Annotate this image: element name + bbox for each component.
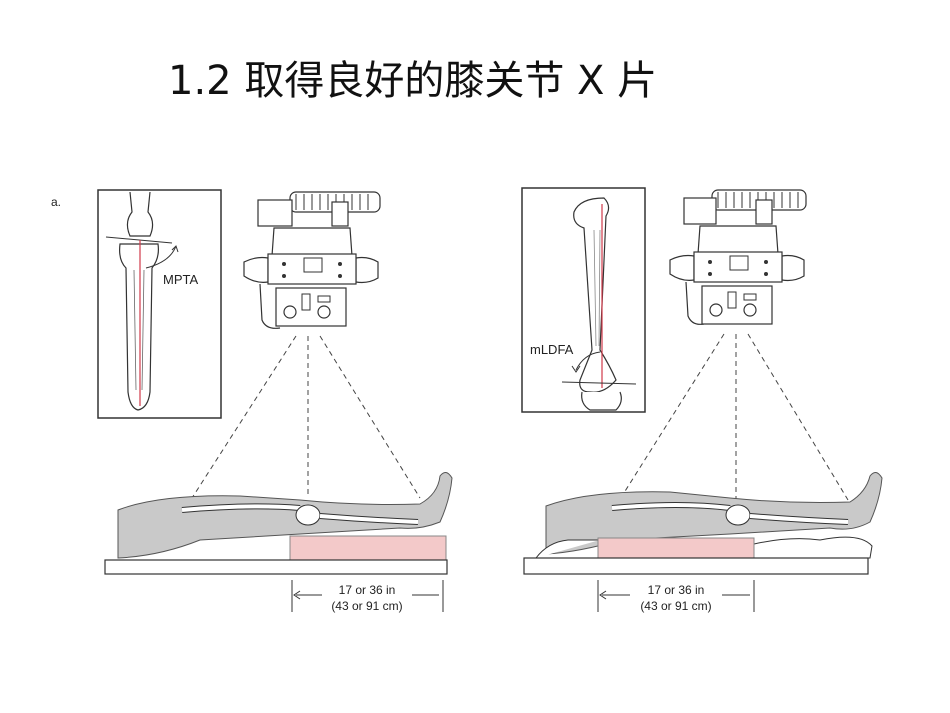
right-setup: mLDFA bbox=[521, 187, 883, 613]
left-distance-inches: 17 or 36 in bbox=[339, 583, 396, 597]
left-inset-tibia: MPTA bbox=[97, 189, 222, 419]
right-patient-leg bbox=[535, 472, 883, 559]
left-xray-beam bbox=[191, 335, 421, 499]
left-table bbox=[104, 559, 448, 575]
right-xray-tube bbox=[669, 189, 807, 325]
left-patient-leg bbox=[117, 472, 453, 559]
right-cassette bbox=[597, 537, 755, 559]
right-table bbox=[523, 557, 869, 575]
left-inset-label: MPTA bbox=[163, 272, 198, 287]
left-cassette bbox=[289, 535, 447, 561]
right-inset-label: mLDFA bbox=[530, 342, 574, 357]
right-xray-beam bbox=[621, 333, 849, 501]
right-distance-cm: (43 or 91 cm) bbox=[640, 599, 711, 613]
left-xray-tube bbox=[243, 191, 381, 329]
right-distance-marker: 17 or 36 in (43 or 91 cm) bbox=[597, 580, 755, 613]
right-distance-inches: 17 or 36 in bbox=[648, 583, 705, 597]
left-distance-marker: 17 or 36 in (43 or 91 cm) bbox=[291, 580, 444, 613]
right-inset-femur: mLDFA bbox=[521, 187, 646, 413]
slide-title: 1.2 取得良好的膝关节 X 片 bbox=[168, 58, 658, 104]
panel-marker: a. bbox=[51, 195, 61, 209]
left-distance-cm: (43 or 91 cm) bbox=[331, 599, 402, 613]
left-setup: MPTA bbox=[97, 189, 453, 613]
